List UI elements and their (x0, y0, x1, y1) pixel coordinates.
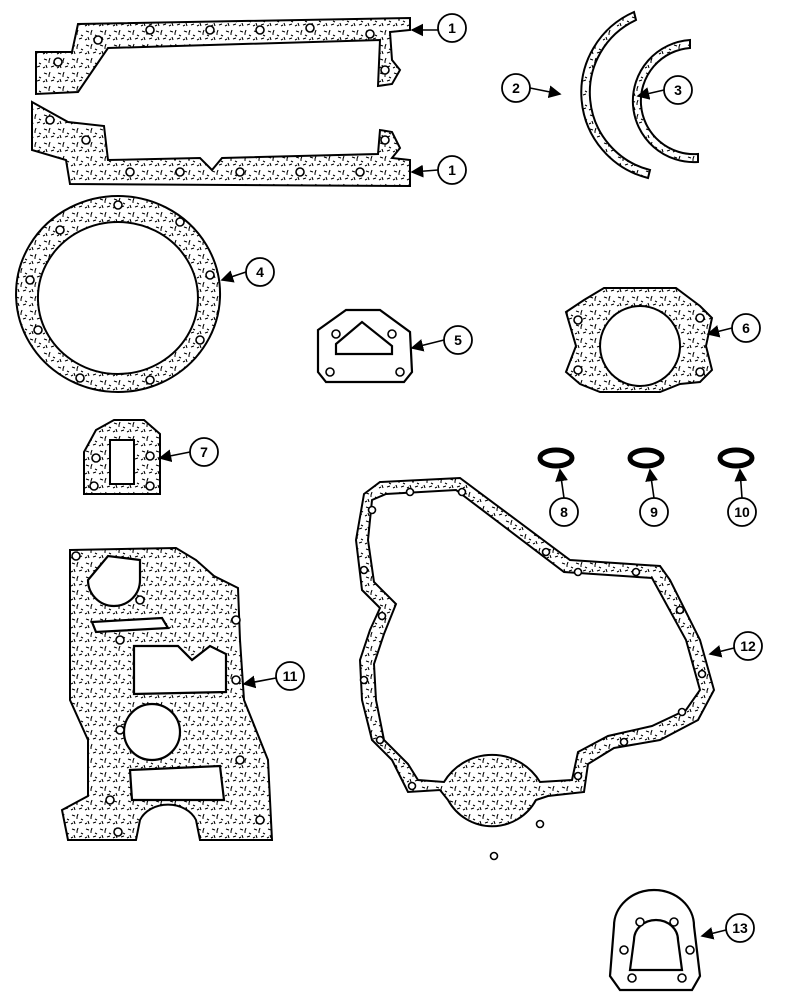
callout-6: 6 (731, 313, 761, 343)
callout-12: 12 (733, 631, 763, 661)
callout-2: 2 (501, 73, 531, 103)
svg-text:4: 4 (256, 264, 264, 280)
thrust-washer-small (631, 38, 699, 164)
callout-1a: 1 (437, 13, 467, 43)
oil-pan-gasket-lower (31, 100, 411, 188)
callout-1b: 1 (437, 155, 467, 185)
oil-pan-gasket-upper (35, 16, 411, 96)
seal-washer-10 (717, 447, 755, 469)
svg-text:3: 3 (674, 82, 682, 98)
pump-gasket (83, 419, 161, 495)
callout-11: 11 (275, 661, 305, 691)
svg-text:11: 11 (283, 668, 298, 684)
housing-gasket (608, 888, 702, 992)
callout-13: 13 (725, 913, 755, 943)
timing-cover-gasket (354, 476, 716, 861)
callout-8: 8 (549, 497, 579, 527)
svg-text:10: 10 (734, 504, 750, 520)
thrust-washer-large (580, 10, 652, 180)
cover-plate-gasket (316, 308, 414, 384)
seal-washer-8 (537, 447, 575, 469)
ring-gasket (15, 195, 222, 393)
svg-text:6: 6 (742, 320, 750, 336)
callout-10: 10 (727, 497, 757, 527)
seal-washer-9 (627, 447, 665, 469)
svg-text:9: 9 (650, 504, 658, 520)
svg-text:1: 1 (448, 162, 456, 178)
svg-text:7: 7 (200, 444, 208, 460)
svg-text:13: 13 (732, 920, 748, 936)
svg-text:2: 2 (512, 80, 520, 96)
svg-text:8: 8 (560, 504, 568, 520)
flange-gasket (564, 287, 714, 393)
svg-text:5: 5 (454, 332, 462, 348)
callout-9: 9 (639, 497, 669, 527)
front-plate-gasket (60, 546, 274, 841)
svg-text:12: 12 (740, 638, 756, 654)
callout-7: 7 (189, 437, 219, 467)
callout-4: 4 (245, 257, 275, 287)
callout-5: 5 (443, 325, 473, 355)
svg-text:1: 1 (448, 20, 456, 36)
callout-3: 3 (663, 75, 693, 105)
